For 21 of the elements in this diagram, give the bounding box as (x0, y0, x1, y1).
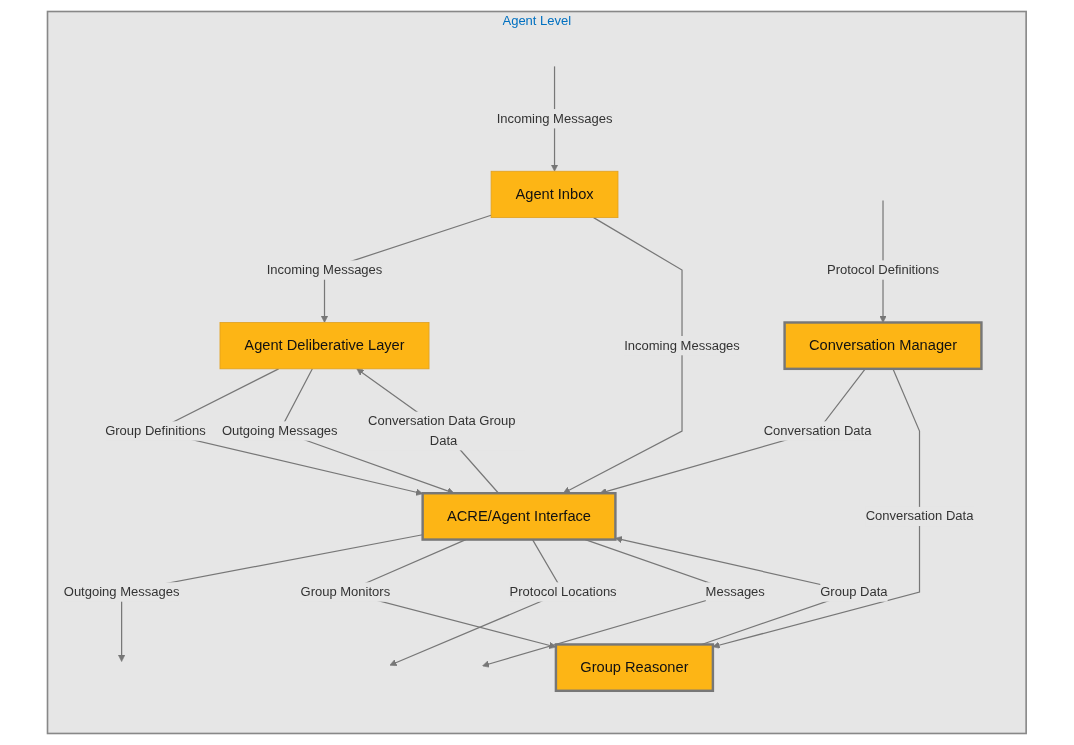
edge-label: Group Data (820, 584, 888, 599)
arrow (712, 368, 921, 649)
edge-label: Incoming Messages (266, 262, 383, 277)
node-box: Agent Inbox (490, 170, 619, 218)
edge-label: Outgoing Messages (222, 423, 338, 438)
node-box: Group Reasoner (554, 643, 715, 692)
node-box: Agent Deliberative Layer (219, 322, 430, 370)
node-box: ACRE/Agent Interface (421, 492, 617, 541)
edge-label: Group Definitions (105, 423, 206, 438)
edge-label: Protocol Definitions (827, 262, 940, 277)
edge-label: Incoming Messages (496, 111, 613, 126)
edge-label: Conversation Data (763, 423, 872, 438)
node-box: Conversation Manager (783, 321, 983, 371)
edge-label: Protocol Locations (509, 584, 617, 599)
edge-label: Messages (705, 584, 766, 599)
edge-label: Group Monitors (300, 584, 391, 599)
edge-label: Incoming Messages (624, 338, 741, 353)
edge-label: Conversation Data Group Data (368, 413, 516, 448)
edge-label: Outgoing Messages (63, 584, 180, 599)
edge-label: Conversation Data (865, 509, 974, 523)
arrow (563, 217, 683, 494)
